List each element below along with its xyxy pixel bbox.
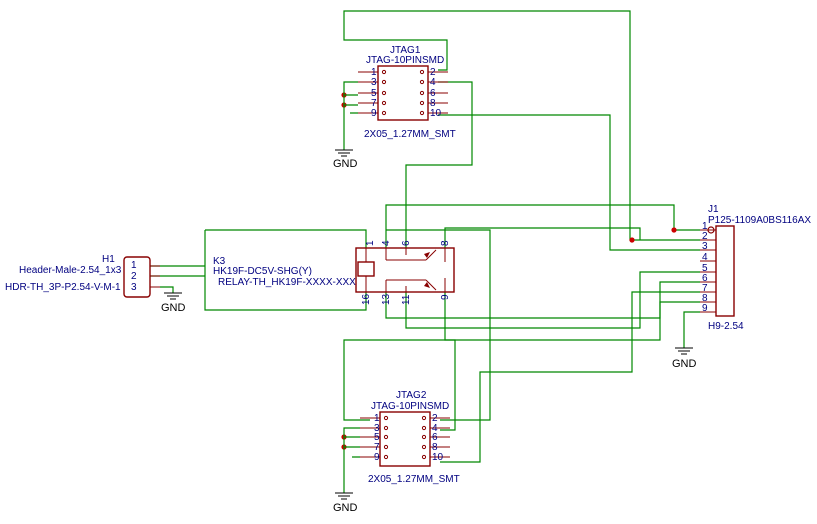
gnd-label: GND bbox=[333, 158, 358, 170]
jtag1-pin-label: 6 bbox=[430, 88, 436, 99]
j1-pin-label: 1 bbox=[702, 221, 708, 232]
gnd-label: GND bbox=[161, 302, 186, 314]
jtag1-symbol[interactable]: JTAG1 JTAG-10PINSMD 1 3 5 7 9 2 4 6 8 bbox=[358, 45, 456, 140]
k3-pin-label: 9 bbox=[440, 294, 451, 300]
wire-relay-pin4-to-j1-pin1 bbox=[385, 204, 700, 248]
jtag1-pin-label: 1 bbox=[371, 67, 377, 78]
jtag2-pin-label: 8 bbox=[432, 442, 438, 453]
wire-jtag1-pin2-to-j1-pin2 bbox=[343, 10, 700, 241]
h1-pin-label: 2 bbox=[131, 271, 137, 282]
gnd-label: GND bbox=[672, 358, 697, 370]
k3-pin-label: 8 bbox=[440, 240, 451, 246]
jtag2-pin-label: 4 bbox=[432, 423, 438, 434]
jtag2-symbol[interactable]: JTAG2 JTAG-10PINSMD 1 3 5 7 9 2 4 6 8 10 bbox=[360, 390, 460, 485]
header-h1-symbol[interactable]: H1 Header-Male-2.54_1x3 HDR-TH_3P-P2.54-… bbox=[5, 254, 160, 298]
k3-footprint: RELAY-TH_HK19F-XXXX-XXX bbox=[218, 277, 356, 288]
jtag1-pin-label: 8 bbox=[430, 98, 436, 109]
k3-pin-label: 1 bbox=[365, 240, 376, 246]
gnd-symbol-jtag2: GND bbox=[333, 492, 358, 514]
jtag1-right-pins: 2 4 6 8 10 bbox=[419, 67, 448, 119]
connector-j1-symbol[interactable]: J1 P125-1109A0BS116AX 1 2 3 4 5 6 7 8 9 … bbox=[700, 204, 811, 332]
j1-pin-label: 2 bbox=[702, 231, 708, 242]
k3-pin-label: 6 bbox=[401, 240, 412, 246]
jtag2-pin-label: 7 bbox=[374, 442, 380, 453]
j1-ref: J1 bbox=[708, 204, 719, 215]
gnd-symbol-h1: GND bbox=[161, 292, 186, 314]
jtag2-footprint: 2X05_1.27MM_SMT bbox=[368, 474, 460, 485]
wire-relay-pin11-to-j1-pin6 bbox=[405, 271, 700, 329]
junction-dot bbox=[629, 237, 635, 243]
h1-ref: H1 bbox=[102, 254, 115, 265]
jtag2-right-pins: 2 4 6 8 10 bbox=[421, 413, 450, 463]
j1-value: P125-1109A0BS116AX bbox=[708, 215, 811, 226]
k3-ref: K3 bbox=[213, 256, 226, 267]
k3-pin-label: 13 bbox=[381, 293, 392, 305]
wire-relay-pin8-to-j1-pin2 bbox=[444, 227, 641, 248]
jtag1-pin-label: 7 bbox=[371, 98, 377, 109]
jtag2-body bbox=[379, 411, 431, 467]
jtag2-ref: JTAG2 bbox=[396, 390, 427, 401]
k3-value: HK19F-DC5V-SHG(Y) bbox=[213, 266, 312, 277]
jtag2-pin-label: 1 bbox=[374, 413, 380, 424]
jtag2-pin-label: 10 bbox=[432, 452, 444, 463]
jtag1-footprint: 2X05_1.27MM_SMT bbox=[364, 129, 456, 140]
k3-pin-label: 4 bbox=[381, 240, 392, 246]
jtag2-value: JTAG-10PINSMD bbox=[371, 401, 449, 412]
j1-pin-label: 6 bbox=[702, 273, 708, 284]
jtag1-pin-label: 2 bbox=[430, 67, 436, 78]
gnd-label: GND bbox=[333, 502, 358, 514]
wire-jtag2-pin10-to-j1-pin9 bbox=[440, 291, 700, 463]
wire-relay-coil-bottom bbox=[204, 230, 367, 311]
wire-jtag2-left-bus bbox=[343, 427, 360, 493]
wire-relay-coil-top bbox=[205, 229, 367, 248]
h1-pin-label: 1 bbox=[131, 260, 137, 271]
jtag2-pin-label: 3 bbox=[374, 423, 380, 434]
jtag1-pin-label: 10 bbox=[430, 108, 442, 119]
j1-body bbox=[715, 225, 735, 317]
jtag1-pin-label: 4 bbox=[430, 77, 436, 88]
jtag2-pin-label: 2 bbox=[432, 413, 438, 424]
jtag1-value: JTAG-10PINSMD bbox=[366, 55, 444, 66]
j1-pin-label: 4 bbox=[702, 252, 708, 263]
jtag1-left-pins: 1 3 5 7 9 bbox=[358, 67, 387, 119]
j1-pin-label: 7 bbox=[702, 283, 708, 294]
jtag2-pin-label: 6 bbox=[432, 432, 438, 443]
wire-j1-gnd bbox=[683, 311, 700, 348]
j1-pin-label: 3 bbox=[702, 241, 708, 252]
jtag2-left-pins: 1 3 5 7 9 bbox=[360, 413, 389, 463]
jtag1-pin-label: 3 bbox=[371, 77, 377, 88]
relay-k3-symbol[interactable]: K3 HK19F-DC5V-SHG(Y) RELAY-TH_HK19F-XXXX… bbox=[213, 240, 455, 305]
wire-jtag1-pin10-to-j1-pin3 bbox=[438, 114, 700, 251]
wire-h1-pin3-gnd bbox=[160, 286, 174, 293]
j1-pin-label: 8 bbox=[702, 293, 708, 304]
j1-pin-label: 5 bbox=[702, 263, 708, 274]
h1-value: Header-Male-2.54_1x3 bbox=[19, 265, 122, 276]
wires bbox=[150, 10, 700, 463]
j1-footprint: H9-2.54 bbox=[708, 321, 744, 332]
jtag2-pin-label: 5 bbox=[374, 432, 380, 443]
wire-jtag2-pin2-to-j1 bbox=[386, 229, 491, 421]
k3-body bbox=[355, 247, 455, 293]
h1-body bbox=[123, 256, 151, 298]
gnd-symbol-jtag1: GND bbox=[333, 149, 358, 170]
wire-jtag1-pin4-to-relay-pin6 bbox=[405, 81, 473, 248]
junction-dot bbox=[671, 227, 677, 233]
k3-coil bbox=[357, 261, 375, 277]
jtag1-pin-label: 9 bbox=[371, 108, 377, 119]
j1-pin-label: 9 bbox=[702, 303, 708, 314]
gnd-symbol-j1: GND bbox=[672, 347, 697, 370]
jtag2-pin-label: 9 bbox=[374, 452, 380, 463]
wire-jtag1-left-bus bbox=[343, 81, 358, 150]
k3-pin-label: 11 bbox=[401, 294, 412, 305]
k3-contacts bbox=[385, 248, 446, 292]
junctions bbox=[341, 92, 677, 450]
wire-jtag2-loop-to-j1-pin8 bbox=[343, 301, 700, 421]
h1-pin-label: 3 bbox=[131, 282, 137, 293]
jtag1-ref: JTAG1 bbox=[390, 45, 421, 56]
j1-pins: 1 2 3 4 5 6 7 8 9 bbox=[700, 221, 716, 314]
k3-pin-label: 16 bbox=[361, 293, 372, 305]
jtag1-pin-label: 5 bbox=[371, 88, 377, 99]
h1-footprint: HDR-TH_3P-P2.54-V-M-1 bbox=[5, 282, 121, 293]
